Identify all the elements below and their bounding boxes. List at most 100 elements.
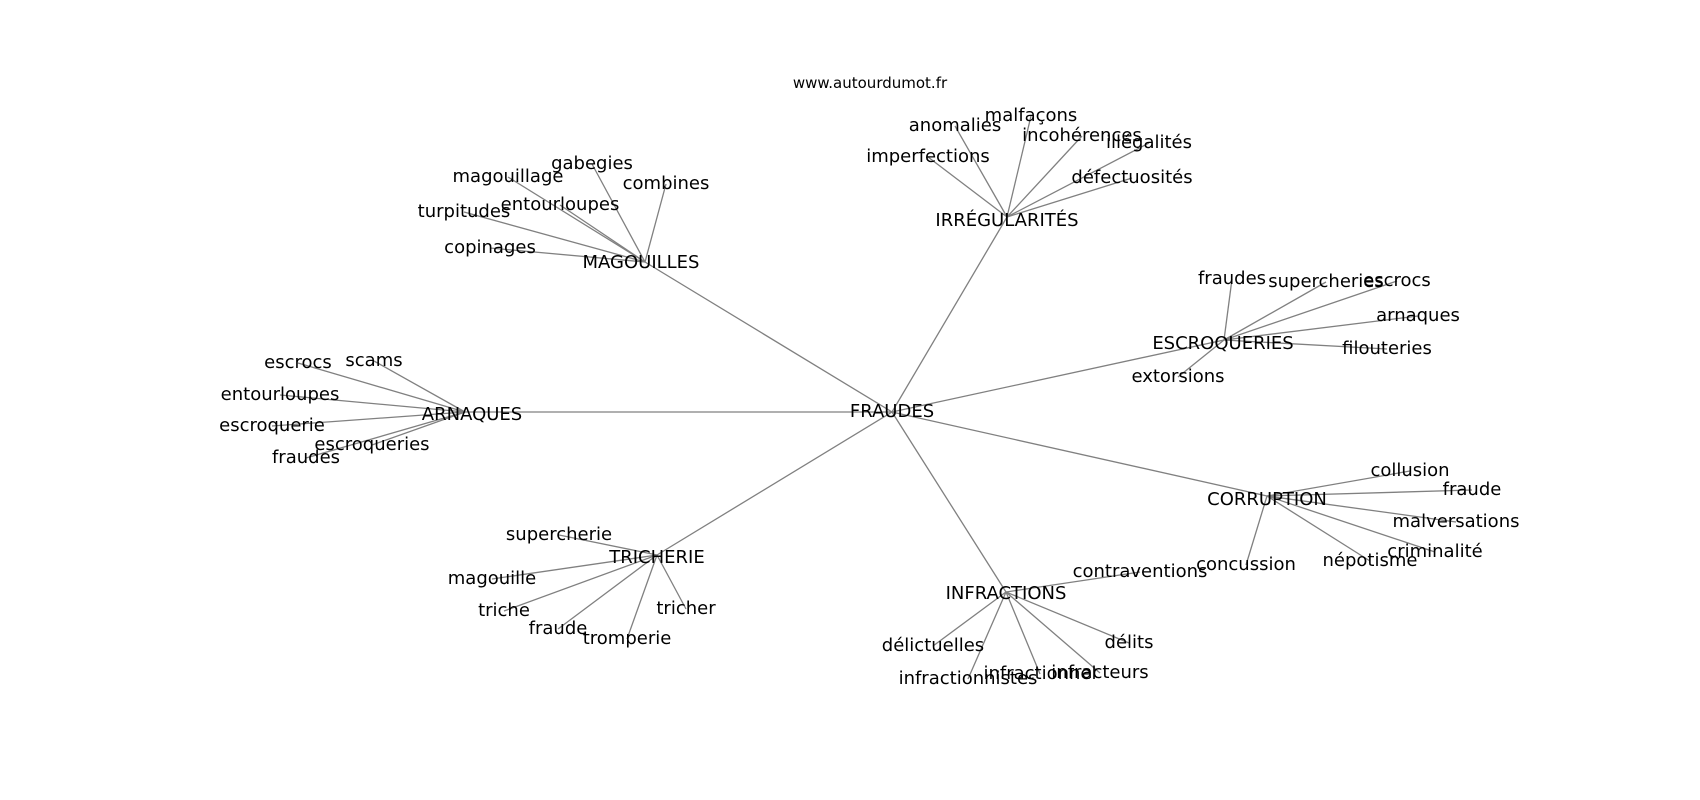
leaf-label-infractions: délits xyxy=(1105,632,1154,653)
leaf-label-infractions: infracteurs xyxy=(1051,662,1148,683)
leaf-label-irregularites: incohérences xyxy=(1022,125,1142,146)
leaf-label-tricherie: supercherie xyxy=(506,524,612,545)
edge-tricherie-leaf xyxy=(626,554,658,640)
edge-corruption-leaf xyxy=(1266,470,1411,497)
edge-tricherie-leaf xyxy=(558,534,658,556)
edge-infractions-leaf xyxy=(967,591,1007,680)
edge-magouilles-leaf xyxy=(559,204,646,263)
edge-fraudes-magouilles xyxy=(644,261,893,413)
leaf-label-escroqueries: extorsions xyxy=(1131,366,1224,387)
group-node-tricherie: TRICHERIE xyxy=(608,547,704,568)
edge-tricherie-leaf xyxy=(503,554,658,612)
edge-arnaques-leaf xyxy=(373,360,466,413)
edge-corruption-leaf xyxy=(1266,495,1457,523)
leaf-label-arnaques: fraudes xyxy=(272,447,340,468)
leaf-label-corruption: népotisme xyxy=(1323,550,1418,571)
edge-infractions-leaf xyxy=(1005,591,1101,674)
leaf-label-corruption: fraude xyxy=(1443,479,1502,500)
edge-infractions-leaf xyxy=(932,591,1007,647)
source-url: www.autourdumot.fr xyxy=(793,74,948,92)
leaf-label-infractions: contraventions xyxy=(1073,561,1208,582)
center-node-fraudes: FRAUDES xyxy=(850,401,934,422)
leaf-label-corruption: concussion xyxy=(1196,554,1296,575)
edge-fraudes-irregularites xyxy=(891,216,1008,413)
edge-arnaques-leaf xyxy=(305,411,466,459)
edge-escroqueries-leaf xyxy=(1223,280,1398,341)
leaf-label-tricherie: tromperie xyxy=(583,628,672,649)
edge-tricherie-leaf xyxy=(557,554,658,630)
leaf-label-escroqueries: filouteries xyxy=(1342,338,1432,359)
leaf-label-irregularites: illégalités xyxy=(1106,132,1192,153)
leaf-label-corruption: criminalité xyxy=(1387,541,1482,562)
leaf-label-magouilles: gabegies xyxy=(551,153,633,174)
group-node-magouilles: MAGOUILLES xyxy=(583,252,700,273)
edge-irregularites-leaf xyxy=(1006,115,1032,218)
labels-layer: FRAUDES anomaliesmalfaçonsincohérencesil… xyxy=(219,105,1519,689)
edge-infractions-leaf xyxy=(1005,591,1041,675)
leaf-label-magouilles: copinages xyxy=(444,237,536,258)
leaf-label-infractions: infractionnistes xyxy=(899,668,1038,689)
edge-magouilles-leaf xyxy=(463,211,646,263)
leaf-label-tricherie: tricher xyxy=(656,598,716,619)
edge-irregularites-leaf xyxy=(1006,142,1150,218)
leaf-label-infractions: délictuelles xyxy=(882,635,984,656)
leaf-label-arnaques: escrocs xyxy=(264,352,332,373)
edge-escroqueries-leaf xyxy=(1223,339,1388,350)
group-node-corruption: CORRUPTION xyxy=(1207,489,1327,510)
edge-arnaques-leaf xyxy=(371,411,466,446)
leaf-label-magouilles: combines xyxy=(623,173,710,194)
leaf-label-arnaques: entourloupes xyxy=(221,384,340,405)
leaf-label-tricherie: triche xyxy=(478,600,530,621)
edge-fraudes-tricherie xyxy=(656,411,893,556)
edge-irregularites-leaf xyxy=(1006,177,1133,218)
leaf-label-magouilles: magouillage xyxy=(453,166,564,187)
leaf-label-infractions: infractionnel xyxy=(983,663,1096,684)
leaf-label-tricherie: fraude xyxy=(529,618,588,639)
edge-tricherie-leaf xyxy=(656,554,687,610)
edge-escroqueries-leaf xyxy=(1177,339,1225,378)
edges-layer xyxy=(271,115,1473,680)
edge-arnaques-leaf xyxy=(271,411,466,427)
edge-irregularites-leaf xyxy=(954,125,1008,218)
edge-magouilles-leaf xyxy=(644,183,667,263)
group-node-escroqueries: ESCROQUERIES xyxy=(1152,333,1293,354)
edge-escroqueries-leaf xyxy=(1223,281,1327,341)
leaf-label-escroqueries: escrocs xyxy=(1363,270,1431,291)
edge-corruption-leaf xyxy=(1266,489,1473,497)
leaf-label-escroqueries: supercheries xyxy=(1268,271,1384,292)
edge-escroqueries-leaf xyxy=(1223,315,1419,341)
group-node-arnaques: ARNAQUES xyxy=(422,404,522,425)
edge-fraudes-escroqueries xyxy=(891,339,1225,413)
edge-arnaques-leaf xyxy=(279,394,466,413)
edge-corruption-leaf xyxy=(1245,495,1268,566)
leaf-label-corruption: collusion xyxy=(1370,460,1449,481)
leaf-label-escroqueries: arnaques xyxy=(1376,305,1460,326)
edge-tricherie-leaf xyxy=(491,554,658,580)
edge-irregularites-leaf xyxy=(1006,135,1083,218)
edge-infractions-leaf xyxy=(1005,591,1130,644)
edge-corruption-leaf xyxy=(1266,495,1371,562)
edge-fraudes-corruption xyxy=(891,411,1268,497)
edge-magouilles-leaf xyxy=(489,247,646,263)
edge-magouilles-leaf xyxy=(507,176,646,263)
leaf-label-irregularites: imperfections xyxy=(866,146,990,167)
leaf-label-magouilles: turpitudes xyxy=(418,201,511,222)
group-node-irregularites: IRRÉGULARITÉS xyxy=(935,209,1078,231)
leaf-label-irregularites: défectuosités xyxy=(1071,167,1192,188)
edge-fraudes-infractions xyxy=(891,411,1007,593)
edge-infractions-leaf xyxy=(1005,571,1141,593)
leaf-label-arnaques: escroquerie xyxy=(219,415,325,436)
leaf-label-arnaques: scams xyxy=(345,350,402,371)
leaf-label-tricherie: magouille xyxy=(448,568,537,589)
group-node-infractions: INFRACTIONS xyxy=(946,583,1067,604)
edge-arnaques-leaf xyxy=(297,362,466,413)
leaf-label-irregularites: malfaçons xyxy=(985,105,1078,126)
edge-escroqueries-leaf xyxy=(1223,278,1233,341)
leaf-label-magouilles: entourloupes xyxy=(501,194,620,215)
leaf-label-corruption: malversations xyxy=(1393,511,1520,532)
leaf-label-escroqueries: fraudes xyxy=(1198,268,1266,289)
edge-magouilles-leaf xyxy=(591,163,646,263)
edge-corruption-leaf xyxy=(1266,495,1436,553)
edge-irregularites-leaf xyxy=(927,156,1008,218)
